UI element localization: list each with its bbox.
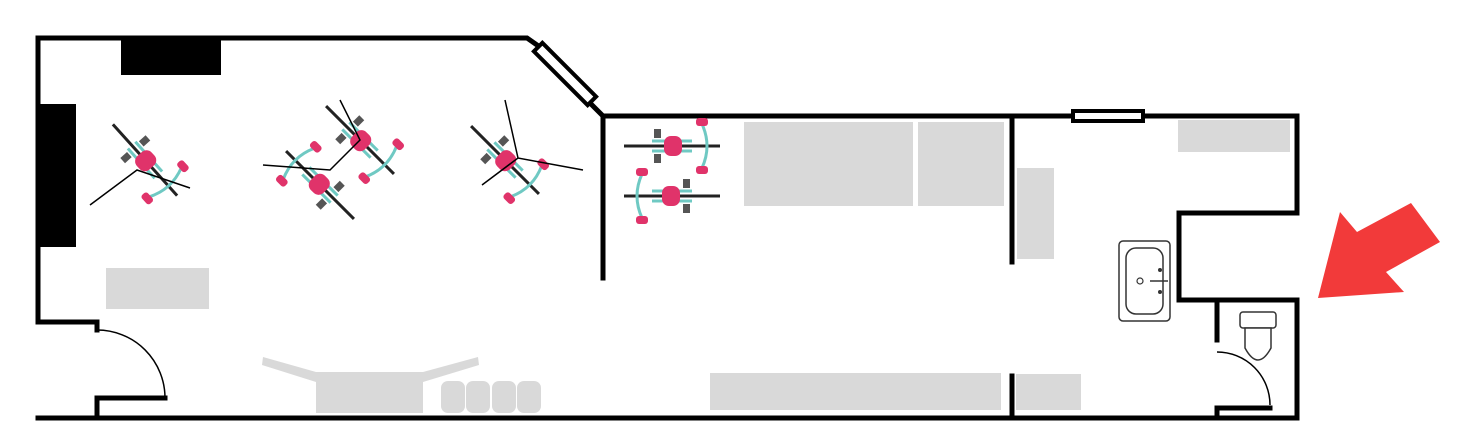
walls bbox=[35, 35, 1300, 421]
sink-icon bbox=[1118, 240, 1171, 322]
window-diagonal bbox=[531, 40, 599, 108]
bike-stand-lines bbox=[89, 99, 584, 206]
toilet-icon bbox=[1239, 311, 1277, 361]
black-block-left bbox=[38, 104, 76, 247]
bicycle-icon bbox=[622, 166, 722, 226]
door-swing-icon bbox=[96, 329, 166, 399]
black-block-top bbox=[121, 39, 221, 75]
bicycle-icon bbox=[90, 104, 200, 216]
arrow-icon bbox=[1318, 203, 1440, 298]
bicycle-icon bbox=[449, 104, 561, 216]
window-top bbox=[1071, 109, 1145, 123]
door-swing-icon bbox=[1216, 351, 1271, 406]
bicycle-icon bbox=[622, 116, 722, 176]
furniture bbox=[106, 120, 1290, 413]
